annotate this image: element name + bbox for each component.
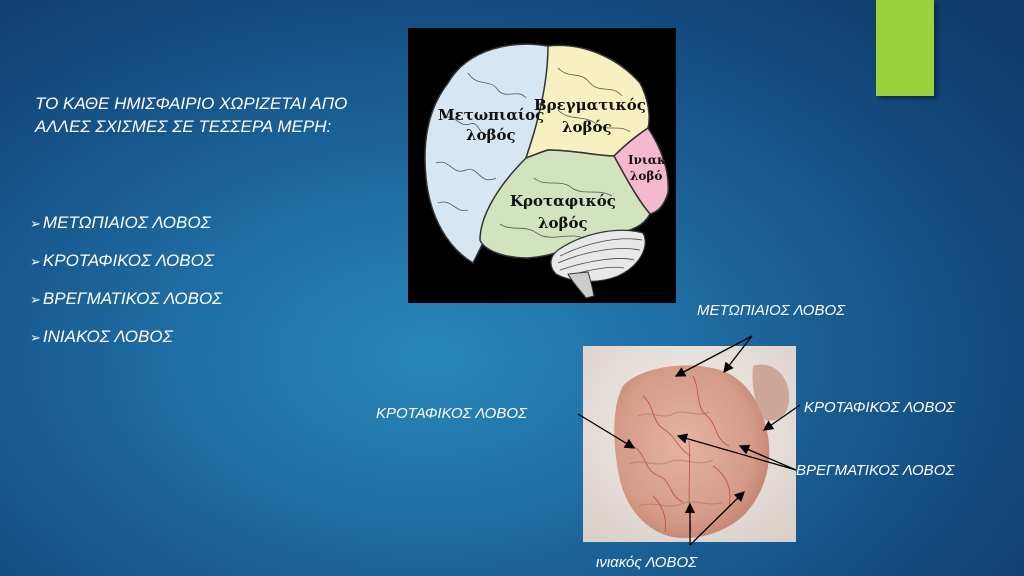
list-item-label: ΙΝΙΑΚΟΣ ΛΟΒΟΣ [42,327,173,346]
temporal-label-line2: λοβός [538,214,588,232]
list-item: ➢ΚΡΟΤΑΦΙΚΟΣ ΛΟΒΟΣ [30,249,222,287]
list-item: ➢ΒΡΕΓΜΑΤΙΚΟΣ ΛΟΒΟΣ [30,287,222,325]
gyri-lines [435,67,631,239]
list-item-label: ΜΕΤΩΠΙΑΙΟΣ ΛΟΒΟΣ [42,213,211,232]
arrow-occipital-2 [689,491,745,546]
brain-lobes-diagram: Μετωπιαίος λοβός Βρεγματικός λοβός Ινιακ… [408,28,676,303]
frontal-label-line1: Μετωπιαίος [438,106,544,124]
arrow-temporal-left [577,413,636,449]
list-item-label: ΚΡΟΤΑΦΙΚΟΣ ΛΟΒΟΣ [42,251,215,270]
list-item: ➢ΙΝΙΑΚΟΣ ΛΟΒΟΣ [30,325,222,363]
occipital-label-line1: Ινιακ [628,153,666,167]
intro-text: ΤΟ ΚΑΘΕ ΗΜΙΣΦΑΙΡΙΟ ΧΩΡΙΖΕΤΑΙ ΑΠΟ ΑΛΛΕΣ Σ… [35,94,348,136]
photo-label-occipital: ινιακός ΛΟΒΟΣ [596,554,698,571]
photo-label-temporal-left: ΚΡΟΤΑΦΙΚΟΣ ΛΟΒΟΣ [376,405,527,422]
photo-label-temporal-right: ΚΡΟΤΑΦΙΚΟΣ ΛΟΒΟΣ [804,399,955,416]
arrowhead-bullet-icon: ➢ [30,216,41,231]
frontal-label-line2: λοβός [466,126,516,144]
accent-block [876,0,934,96]
photo-label-frontal: ΜΕΤΩΠΙΑΙΟΣ ΛΟΒΟΣ [697,302,846,319]
tissue-fragment [752,364,790,421]
brain-folds [628,411,724,507]
lobe-list: ➢ΜΕΤΩΠΙΑΙΟΣ ΛΟΒΟΣ ➢ΚΡΟΤΑΦΙΚΟΣ ΛΟΒΟΣ ➢ΒΡΕ… [30,211,222,363]
arrow-parietal-2 [738,444,797,471]
blood-vessels [632,375,731,533]
arrowhead-bullet-icon: ➢ [30,254,41,269]
photo-label-parietal: ΒΡΕΓΜΑΤΙΚΟΣ ΛΟΒΟΣ [796,462,955,479]
occipital-label-line2: λοβό [630,169,662,183]
arrow-parietal-1 [676,433,797,471]
brain-tissue [614,365,770,538]
list-item-label: ΒΡΕΓΜΑΤΙΚΟΣ ΛΟΒΟΣ [42,289,223,308]
arrow-temporal-right [762,404,801,431]
parietal-label-line2: λοβός [562,118,612,136]
temporal-label-line1: Κροταφικός [510,192,616,210]
brainstem-region [567,271,595,299]
arrow-frontal-1 [674,335,753,377]
list-item: ➢ΜΕΤΩΠΙΑΙΟΣ ΛΟΒΟΣ [30,211,222,249]
arrowhead-bullet-icon: ➢ [30,330,41,345]
arrowhead-bullet-icon: ➢ [30,292,41,307]
cerebellum-region [550,229,646,283]
parietal-label-line1: Βρεγματικός [534,96,646,114]
arrow-frontal-2 [723,335,753,374]
brain-diagram-graphic: Μετωπιαίος λοβός Βρεγματικός λοβός Ινιακ… [424,43,669,299]
